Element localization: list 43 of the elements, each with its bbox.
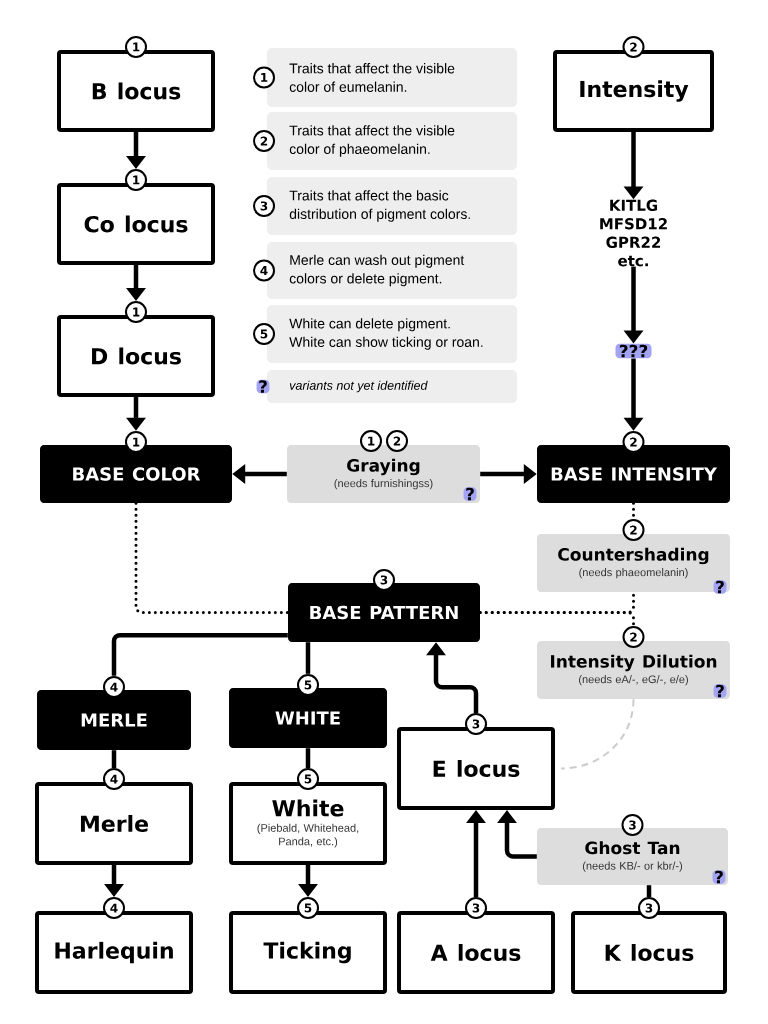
number-badge: 4 bbox=[103, 897, 125, 919]
number-badge: 5 bbox=[297, 674, 319, 696]
number-badge: 1 bbox=[125, 36, 147, 58]
legend-entry: Traits that affect the basic distribution of pigment colors. bbox=[267, 177, 517, 235]
number-badge: 2 bbox=[386, 430, 408, 452]
number-badge: 5 bbox=[253, 323, 275, 345]
number-badge: 2 bbox=[622, 626, 645, 648]
number-badge: 1 bbox=[360, 430, 382, 452]
number-badge: 3 bbox=[465, 713, 487, 735]
connector-line bbox=[305, 642, 311, 674]
legend-entry: Traits that affect the visible color of phaeomelanin. bbox=[267, 112, 517, 170]
dashed-line bbox=[560, 698, 635, 770]
dotted-line bbox=[134, 501, 290, 614]
number-badge: 4 bbox=[103, 768, 125, 790]
question-marks: ??? bbox=[615, 343, 652, 359]
legend-entry: Traits that affect the visible color of eumelanin. bbox=[267, 48, 517, 107]
number-badge: 3 bbox=[638, 897, 660, 919]
number-badge: 2 bbox=[622, 36, 645, 58]
number-badge: 3 bbox=[465, 897, 487, 919]
number-badge: 3 bbox=[621, 814, 644, 836]
number-badge: 5 bbox=[297, 768, 319, 790]
connector-line bbox=[111, 750, 117, 768]
question-mark: ? bbox=[256, 379, 270, 394]
number-badge: 2 bbox=[622, 519, 645, 541]
number-badge: 5 bbox=[297, 897, 319, 919]
number-badge: 4 bbox=[103, 676, 125, 698]
legend-entry: Merle can wash out pigment colors or delete pigment. bbox=[267, 242, 517, 299]
connector-line bbox=[305, 748, 311, 768]
legend-entry: variants not yet identified bbox=[267, 370, 517, 403]
number-badge: 3 bbox=[373, 569, 395, 591]
gene-label: KITLG MFSD12 GPR22 etc. bbox=[600, 199, 667, 267]
legend-entry: White can delete pigment. White can show ticking or roan. bbox=[267, 305, 517, 363]
number-badge: 1 bbox=[125, 431, 147, 453]
dotted-line bbox=[478, 611, 635, 628]
number-badge: 4 bbox=[253, 259, 275, 282]
number-badge: 2 bbox=[622, 431, 645, 453]
number-badge: 1 bbox=[253, 66, 275, 89]
number-badge: 1 bbox=[125, 301, 147, 323]
number-badge: 1 bbox=[125, 169, 147, 191]
connector-line bbox=[646, 885, 652, 897]
connector-line bbox=[111, 632, 288, 676]
number-badge: 2 bbox=[253, 130, 275, 152]
number-badge: 3 bbox=[253, 195, 275, 217]
